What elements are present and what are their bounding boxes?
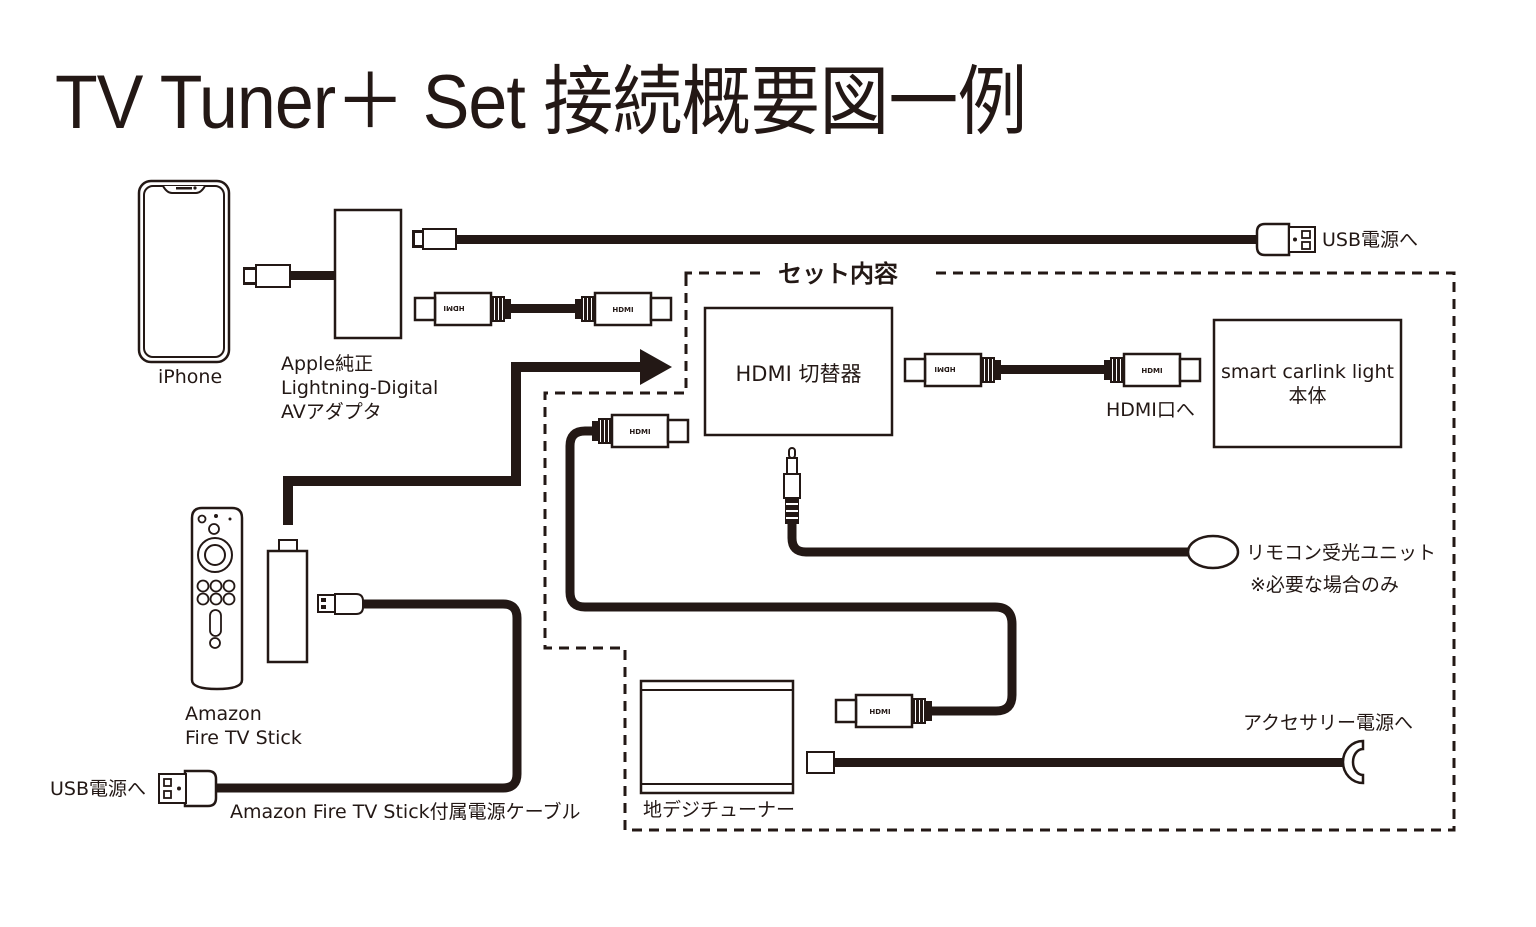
hdmi-mark: HDMI: [629, 428, 650, 436]
fire-tv-cable-label: Amazon Fire TV Stick付属電源ケーブル: [230, 801, 581, 823]
hdmi-mark: HDMI: [443, 304, 464, 312]
hdmi-cable-switcher-carlink: [903, 352, 1202, 388]
hdmi-mark: HDMI: [1141, 367, 1162, 375]
set-contents-label: セット内容: [770, 254, 906, 289]
set-contents-boundary: [543, 271, 1456, 832]
accessory-power-label: アクセサリー電源へ: [1243, 712, 1414, 734]
fire-tv-remote: [190, 506, 244, 691]
remote-receiver-label: リモコン受光ユニット: [1246, 542, 1437, 564]
hdmi-mark: HDMI: [612, 306, 633, 314]
lightning-connector: [243, 264, 336, 288]
accessory-power-cable: [806, 739, 1365, 785]
tuner-label: 地デジチューナー: [643, 799, 796, 821]
hdmi-port-label: HDMI口へ: [1106, 399, 1195, 421]
fire-tv-power-cable: [158, 593, 522, 808]
carlink-label-1: smart carlink light: [1220, 361, 1394, 383]
remote-receiver-cable: [783, 447, 1240, 570]
av-adapter-label-3: AVアダプタ: [281, 401, 382, 423]
hdmi-mark: HDMI: [869, 708, 890, 716]
fire-tv-label-2: Fire TV Stick: [185, 727, 302, 749]
fire-tv-signal-arrow: [283, 362, 645, 525]
hdmi-cable-tuner-switcher: [565, 413, 1017, 729]
remote-receiver-note: ※必要な場合のみ: [1250, 574, 1399, 596]
fire-tv-label-1: Amazon: [185, 703, 262, 725]
hdmi-switcher: [703, 306, 894, 437]
iphone-device: [137, 179, 231, 364]
usb-power-label-bottom: USB電源へ: [50, 778, 147, 800]
av-adapter: [333, 208, 403, 340]
usb-power-cable-top: [412, 222, 1316, 257]
av-adapter-label-2: Lightning-Digital: [281, 377, 439, 399]
diagram-title: TV Tuner＋ Set 接続概要図一例: [55, 60, 1027, 145]
digital-tuner: [639, 679, 795, 795]
iphone-label: iPhone: [158, 366, 223, 388]
hdmi-switcher-label: HDMI 切替器: [735, 362, 862, 386]
carlink-unit: [1212, 318, 1403, 449]
av-adapter-label-1: Apple純正: [281, 353, 374, 375]
usb-power-label-top: USB電源へ: [1322, 229, 1419, 251]
carlink-label-2: 本体: [1288, 385, 1327, 407]
fire-tv-stick: [266, 539, 309, 664]
hdmi-cable-adapter: [413, 291, 673, 327]
hdmi-mark: HDMI: [934, 365, 955, 373]
